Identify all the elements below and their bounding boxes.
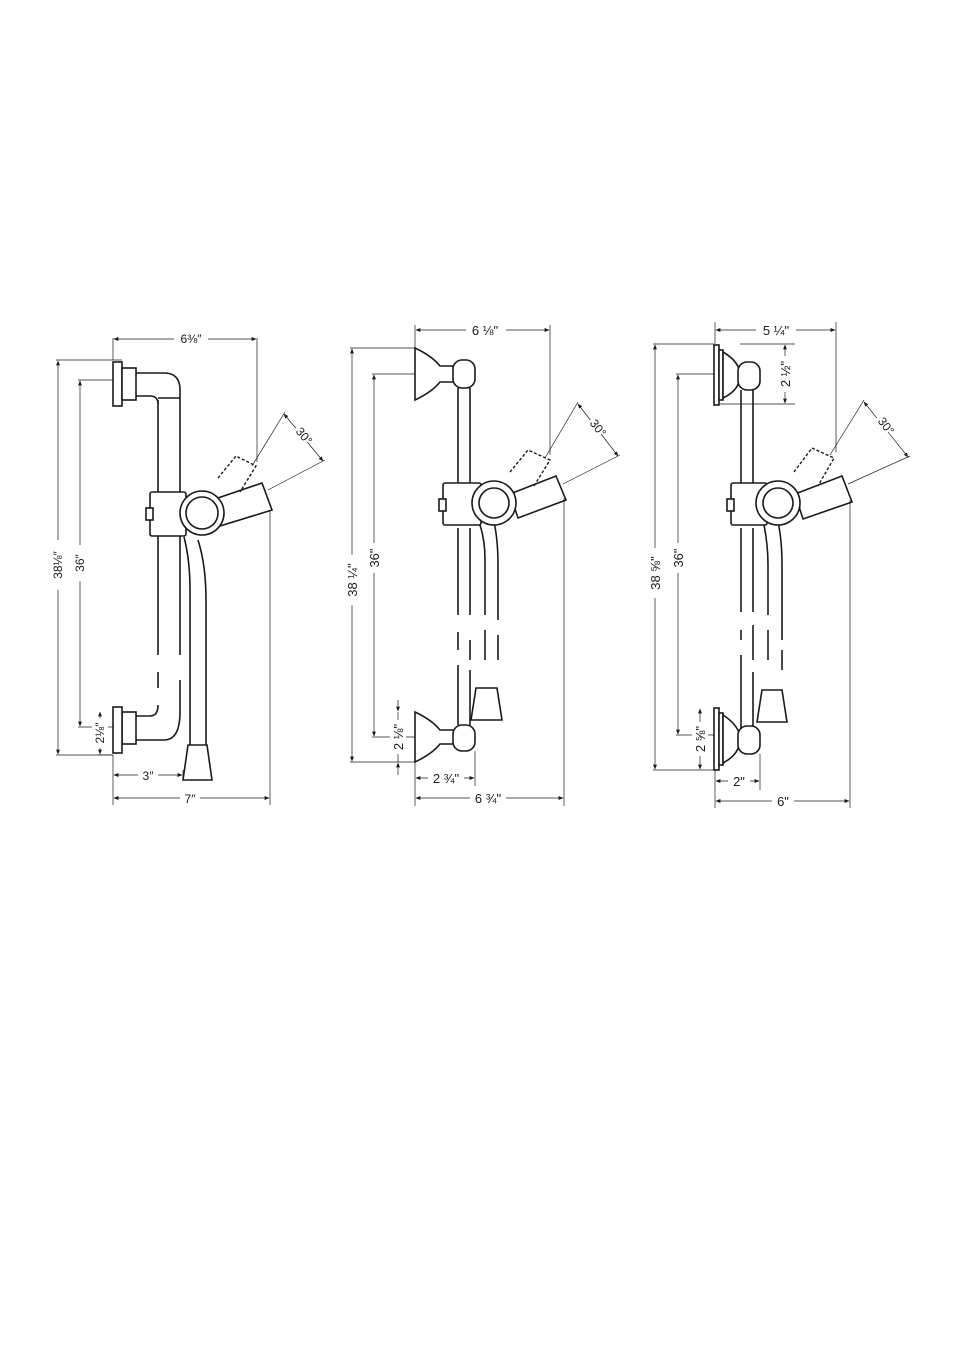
diagram-1: 6⅜″ 38⅛″ 36″ 2⅛″ 3″ 7″ 30° [50,331,326,806]
label-height-centers: 36" [671,548,686,567]
label-width-bottom: 6" [777,794,789,809]
label-width-bottom: 7″ [185,792,197,806]
label-height-centers: 36″ [73,553,87,571]
top-escutcheon [414,346,457,402]
hose [763,524,769,615]
hose-nut [756,689,788,723]
top-flange-collar [121,367,137,401]
bottom-escutcheon [414,710,457,764]
slider-button [726,498,735,512]
slider-button [145,507,154,521]
bottom-elbow [136,704,159,717]
hose [183,536,191,745]
label-base: 2 ⅛" [391,723,406,750]
swivel-ring-inner [762,487,794,519]
swivel-ring-inner [478,487,510,519]
hose-nut [470,687,503,721]
label-width-bottom: 6 ¾" [475,791,502,806]
hose-nut [182,744,213,781]
top-elbow [136,372,181,400]
top-knob [452,359,476,389]
bottom-flange-collar [121,711,137,745]
diagram-3: 5 ¼" 2 ½" 38 ⅝" 36" 2 ⅝" 2" 6" 30° [647,322,911,809]
tilted-holder-dashed [217,455,257,493]
label-projection: 2" [733,774,745,789]
label-width-top: 6 ⅛" [472,323,499,338]
label-angle: 30° [875,415,897,438]
swivel-ring-inner [185,496,219,530]
label-projection: 2 ¾" [433,771,460,786]
label-height-overall: 38 ⅝" [648,556,663,590]
label-height-centers: 36" [367,548,382,567]
label-width-top: 6⅜″ [181,332,203,346]
tilted-holder-dashed [793,447,835,487]
bottom-wall-flange [112,706,123,754]
label-base: 2 ⅝" [693,725,708,752]
bottom-knob [737,725,761,755]
bottom-knob [452,724,476,752]
tilted-holder-dashed [509,449,552,487]
label-base: 2⅛″ [93,722,107,744]
label-projection: 3″ [143,769,155,783]
diagram-2: 6 ⅛" 38 ¼" 36" 2 ⅛" 2 ¾" 6 ¾" 30° [344,323,621,806]
shower-holder [794,474,854,521]
top-knob [737,361,761,391]
label-height-overall: 38⅛″ [51,550,65,578]
label-height-overall: 38 ¼" [345,563,360,597]
hose [479,524,486,615]
label-width-top: 5 ¼" [763,323,790,338]
slider-button [438,498,447,512]
top-wall-flange [112,361,123,407]
label-top-bracket: 2 ½" [778,360,793,387]
shower-holder [509,474,568,520]
